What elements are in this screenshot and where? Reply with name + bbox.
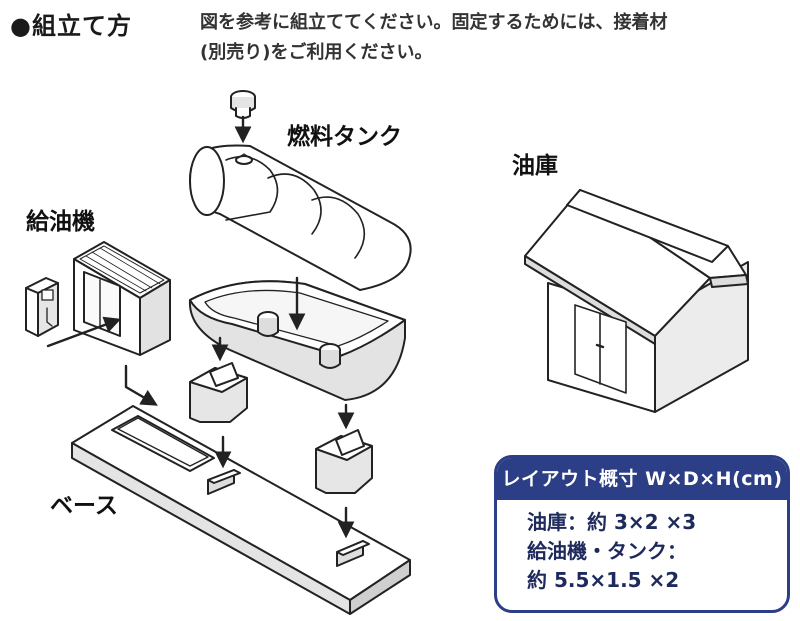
fuel-tank bbox=[189, 144, 412, 291]
warehouse-building bbox=[524, 189, 749, 413]
note-line: 図を参考に組立ててください。固定するためには、接着材 bbox=[200, 12, 668, 33]
dimension-line: 約 5.5×1.5 ×2 bbox=[527, 568, 680, 592]
dimension-line: 給油機・タンク： bbox=[527, 539, 687, 563]
layout-dimensions-box: レイアウト概寸 W×D×H(cm) 油庫：約 3×2 ×3 給油機・タンク： 約… bbox=[494, 455, 790, 613]
assembly-note: 図を参考に組立ててください。固定するためには、接着材 (別売り)をご利用ください… bbox=[200, 8, 795, 68]
label-base: ベース bbox=[50, 493, 118, 519]
tank-cap bbox=[230, 90, 256, 119]
label-fuel-tank: 燃料タンク bbox=[287, 124, 402, 150]
base-plate bbox=[71, 405, 411, 615]
dispenser-shelter bbox=[73, 241, 171, 356]
dispenser-unit bbox=[25, 277, 59, 337]
dimensions-heading: レイアウト概寸 W×D×H(cm) bbox=[497, 458, 787, 500]
assembly-arrows bbox=[46, 115, 355, 539]
note-line: (別売り)をご利用ください。 bbox=[200, 42, 433, 63]
page-title: ●組立て方 bbox=[10, 12, 132, 40]
dimension-line: 油庫：約 3×2 ×3 bbox=[527, 510, 697, 534]
label-fuel-dispenser: 給油機 bbox=[26, 209, 95, 235]
label-warehouse: 油庫 bbox=[512, 153, 558, 179]
support-blocks bbox=[189, 362, 373, 494]
